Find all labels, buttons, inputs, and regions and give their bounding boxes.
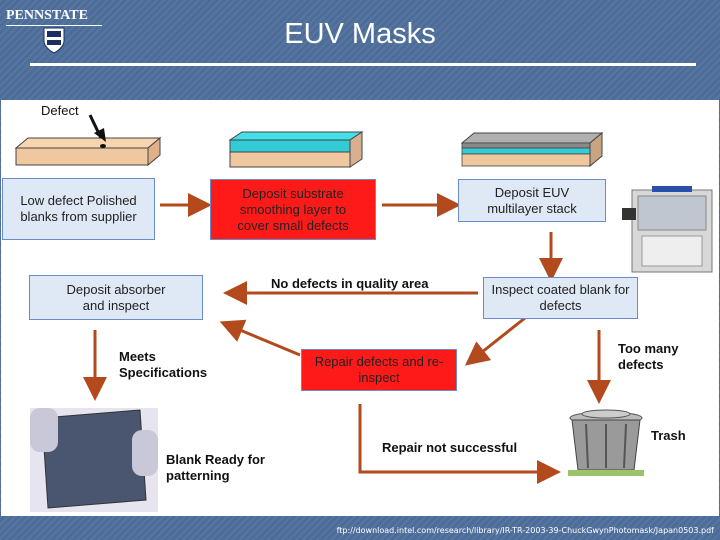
box-inspect-coated: Inspect coated blank for defects <box>483 277 638 319</box>
trash-can-image <box>568 409 644 476</box>
label-trash: Trash <box>651 428 686 443</box>
logo-wordmark: PENNSTATE <box>6 8 88 23</box>
box-repair-defects: Repair defects and re-inspect <box>301 349 457 391</box>
mask-blank-photo <box>30 408 158 512</box>
box-deposit-absorber: Deposit absorber and inspect <box>29 275 203 320</box>
source-url: ftp://download.intel.com/research/librar… <box>336 526 714 535</box>
arrow-repair-to-trash <box>358 404 561 484</box>
label-repair-not-successful: Repair not successful <box>382 440 518 455</box>
defect-label: Defect <box>41 103 79 118</box>
label-no-defects: No defects in quality area <box>271 276 429 291</box>
box-deposit-substrate: Deposit substrate smoothing layer to cov… <box>210 179 376 240</box>
box-deposit-euv: Deposit EUV multilayer stack <box>458 179 606 222</box>
wafer-smoothing <box>228 131 364 168</box>
arrow-inspect-to-repair <box>464 316 526 366</box>
box-low-defect: Low defect Polished blanks from supplier <box>2 178 155 240</box>
defect-pointer-arrow <box>88 114 106 142</box>
label-meets-specifications: Meets Specifications <box>119 349 208 380</box>
wafer-defect <box>14 136 162 167</box>
arrow-repair-to-absorber <box>219 319 301 357</box>
pennstate-logo: PENNSTATE <box>6 8 102 58</box>
label-too-many-defects: Too many defects <box>618 341 679 372</box>
logo-underline <box>6 25 102 26</box>
title-divider <box>30 63 696 66</box>
wafer-multilayer <box>460 131 604 168</box>
shield-icon <box>43 27 65 54</box>
page-title: EUV Masks <box>284 18 436 50</box>
inspection-machine-image <box>622 186 713 273</box>
label-blank-ready: Blank Ready for patterning <box>166 452 265 483</box>
